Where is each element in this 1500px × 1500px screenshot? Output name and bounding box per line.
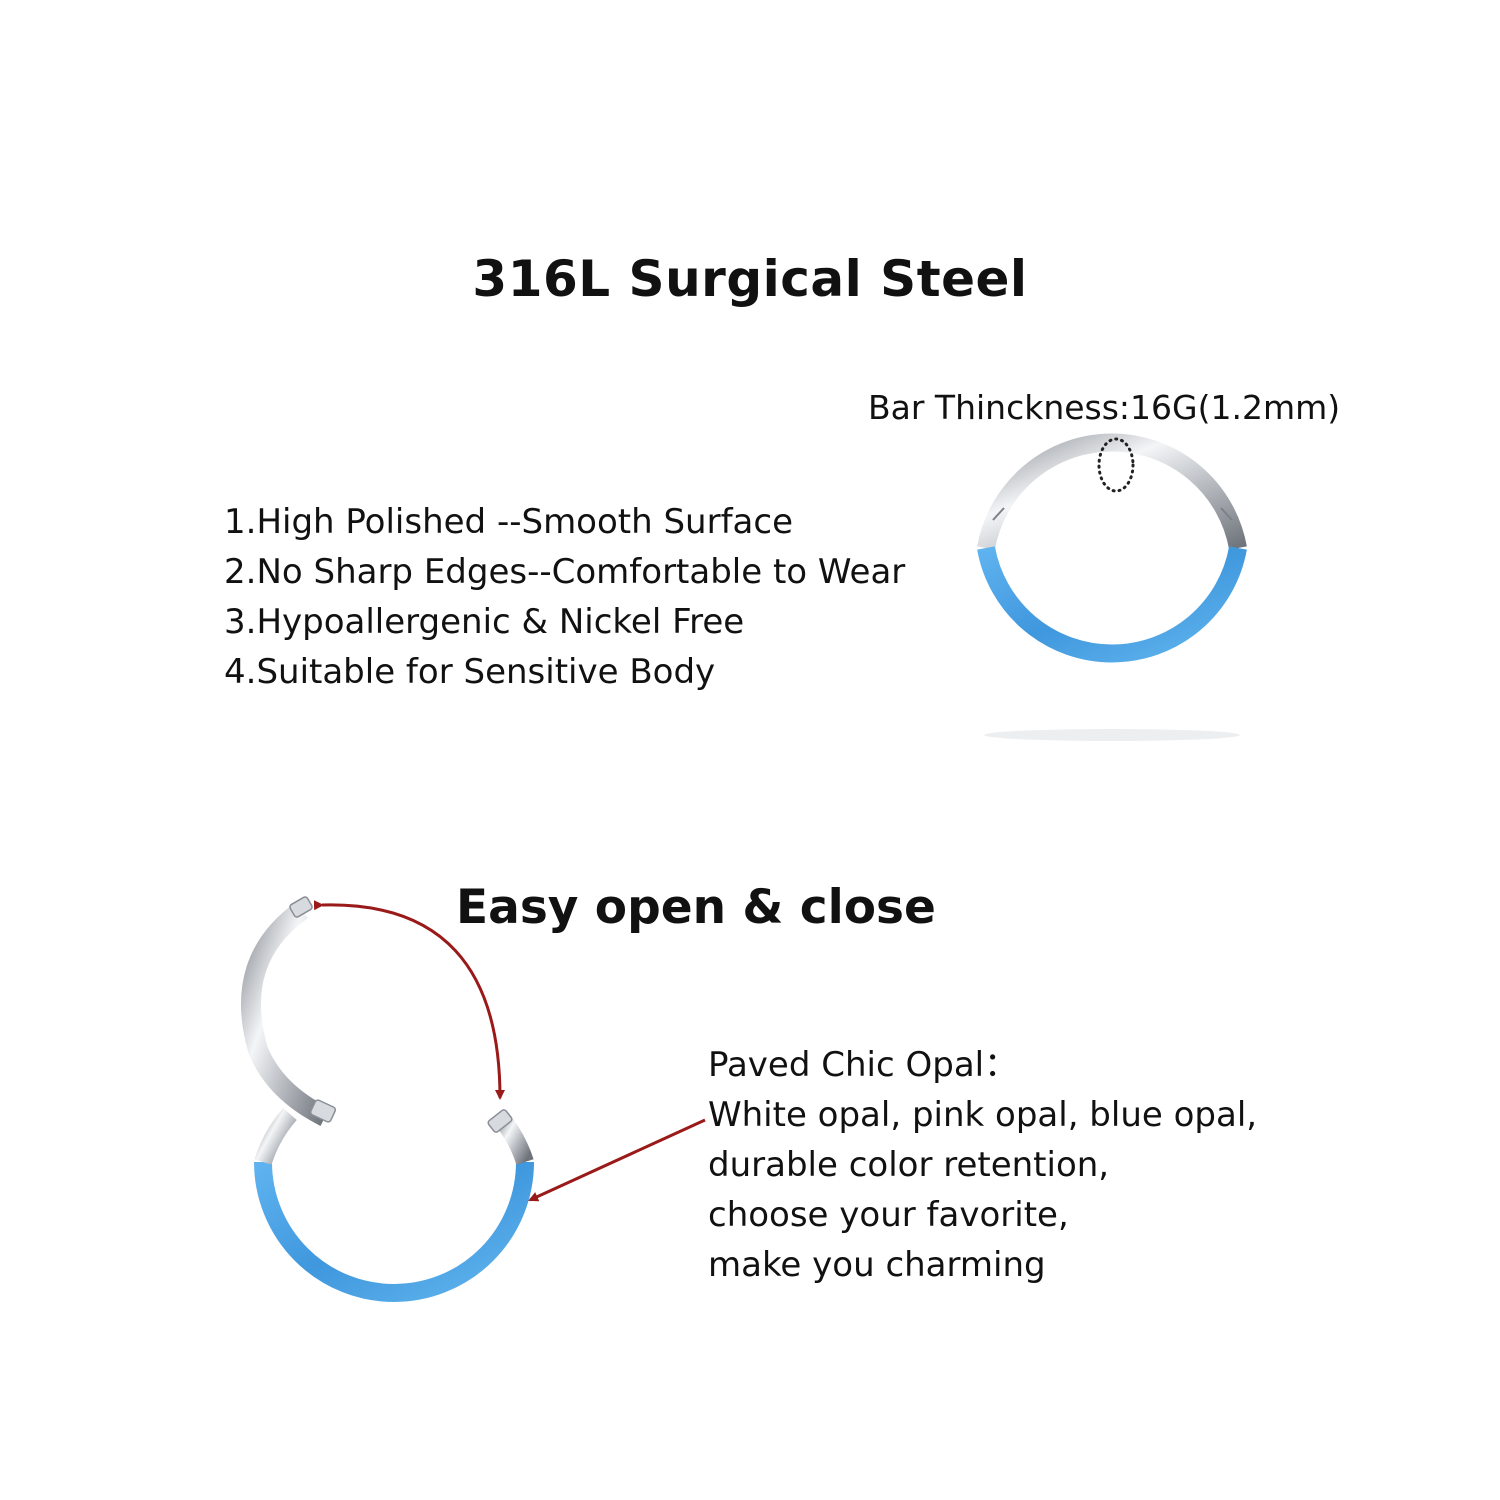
- opal-line: durable color retention,: [708, 1145, 1110, 1185]
- feature-item: 1.High Polished --Smooth Surface: [224, 502, 794, 542]
- opal-description: Paved Chic Opal： White opal, pink opal, …: [708, 1040, 1257, 1290]
- page-title: 316L Surgical Steel: [472, 250, 1028, 308]
- opal-pointer-arrow-icon: [528, 1118, 706, 1202]
- opal-heading: Paved Chic Opal：: [708, 1045, 1019, 1085]
- opal-line: White opal, pink opal, blue opal,: [708, 1095, 1258, 1135]
- feature-list: 1.High Polished --Smooth Surface 2.No Sh…: [224, 497, 905, 697]
- feature-item: 3.Hypoallergenic & Nickel Free: [224, 602, 745, 642]
- open-close-arrow-icon: [313, 900, 505, 1100]
- feature-item: 2.No Sharp Edges--Comfortable to Wear: [224, 552, 906, 592]
- opal-line: choose your favorite,: [708, 1195, 1069, 1235]
- closed-ring-icon: [977, 433, 1247, 741]
- easy-open-close-heading: Easy open & close: [456, 880, 936, 935]
- bar-thickness-label: Bar Thinckness:16G(1.2mm): [868, 388, 1341, 427]
- opal-line: make you charming: [708, 1245, 1046, 1285]
- open-ring-icon: [241, 896, 534, 1302]
- feature-item: 4.Suitable for Sensitive Body: [224, 652, 716, 692]
